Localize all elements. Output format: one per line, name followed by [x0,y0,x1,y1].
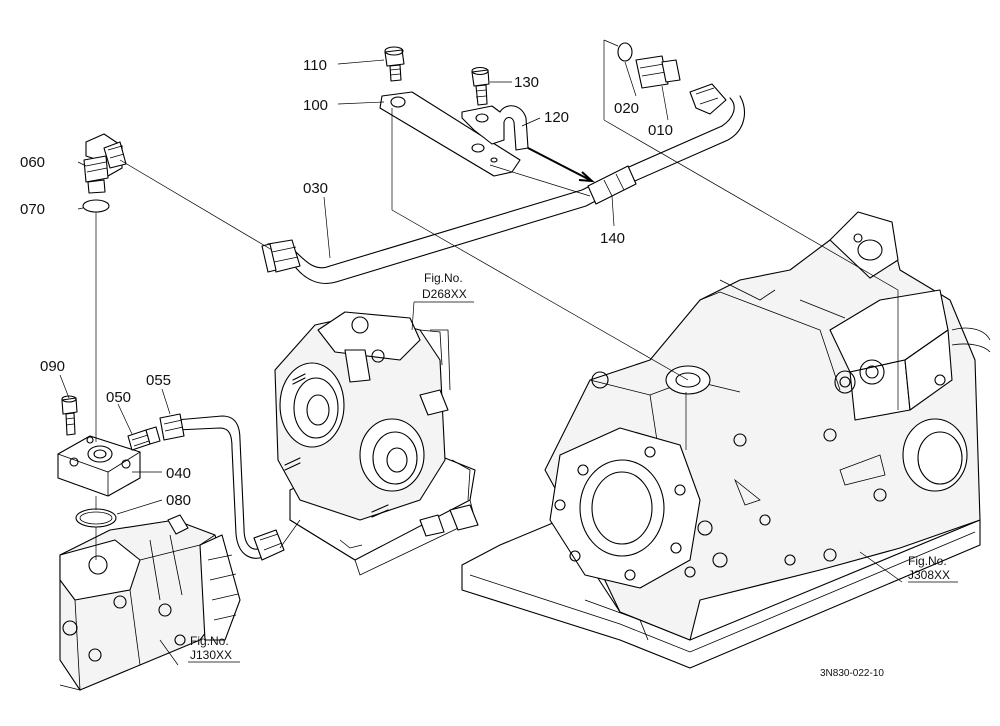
label-110: 110 [303,57,327,74]
pipe-sleeve-140 [587,165,637,205]
label-130: 130 [514,74,539,91]
label-070: 070 [20,201,45,218]
figure-ref-j308: Fig.No. J308XX [908,554,950,582]
fig-ref-d268-label: Fig.No. [424,271,463,285]
label-090: 090 [40,358,65,375]
connector-050 [127,426,161,451]
transmission-case [461,211,991,669]
label-060: 060 [20,154,45,171]
label-010: 010 [648,122,673,139]
part-number-labels: 110 100 130 120 030 140 020 010 060 070 … [20,57,673,509]
hydraulic-pump [59,514,241,691]
oring-070 [82,199,110,213]
fig-ref-j308-number: J308XX [908,568,950,582]
leader-lines [59,59,958,666]
pipe-055 [159,413,285,561]
label-120: 120 [544,109,569,126]
elbow-fitting-060 [83,133,127,194]
fig-ref-d268-number: D268XX [422,287,467,301]
label-055: 055 [146,372,171,389]
label-040: 040 [166,465,191,482]
bolt-130 [471,66,490,106]
fig-ref-j130-number: J130XX [190,648,232,662]
flange-040 [57,435,141,497]
connector-010 [635,55,681,89]
control-valve-assembly [274,311,479,576]
arrow-120-to-pipe [527,147,595,183]
label-100: 100 [303,97,328,114]
figure-ref-d268: Fig.No. D268XX [422,271,467,301]
oring-020 [617,42,633,62]
figure-ref-j130: Fig.No. J130XX [190,634,232,662]
label-140: 140 [600,230,625,247]
bolt-110 [384,46,405,82]
label-080: 080 [166,492,191,509]
assembly-guide-lines [95,39,899,560]
bolt-090 [61,395,78,436]
clamp-120 [461,105,529,151]
drawing-code: 3N830-022-10 [820,668,884,679]
label-030: 030 [303,180,328,197]
oring-080 [75,508,117,528]
label-050: 050 [106,389,131,406]
fig-ref-j130-label: Fig.No. [190,634,229,648]
label-020: 020 [614,100,639,117]
fig-ref-j308-label: Fig.No. [908,554,947,568]
